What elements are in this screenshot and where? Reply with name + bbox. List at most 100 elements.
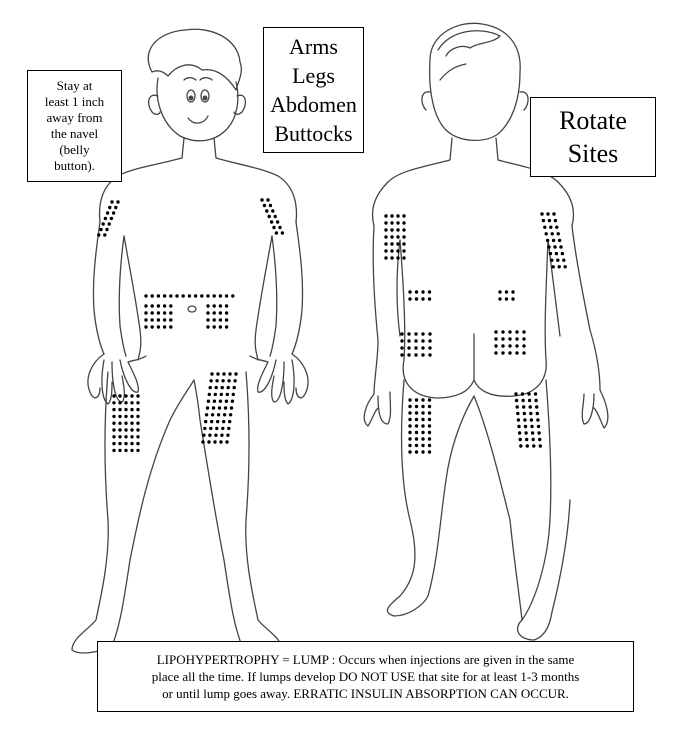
- injection-dot: [214, 433, 218, 437]
- injection-dot: [536, 424, 541, 429]
- injection-dot: [396, 235, 400, 239]
- injection-dot: [112, 414, 116, 419]
- injection-dot: [427, 290, 432, 294]
- injection-dot: [402, 242, 406, 246]
- injection-dot: [516, 418, 521, 422]
- injection-dot: [124, 435, 128, 439]
- injection-dot: [204, 413, 209, 417]
- injection-dot: [407, 339, 411, 343]
- injection-dot: [501, 337, 505, 341]
- injection-dot: [402, 214, 406, 218]
- injection-dot: [278, 225, 282, 230]
- site-abdomen: Abdomen: [270, 92, 357, 117]
- injection-dot: [275, 220, 280, 224]
- injection-dot: [522, 337, 526, 341]
- injection-dot: [224, 311, 229, 315]
- injection-dot: [212, 311, 216, 315]
- injection-dot: [217, 406, 222, 410]
- injection-dot: [541, 218, 546, 223]
- injection-dot: [225, 392, 229, 397]
- back-head: [428, 22, 521, 141]
- injection-dot: [494, 344, 498, 348]
- injection-dot: [414, 417, 419, 422]
- front-ear-left: [147, 94, 161, 115]
- injection-dot: [105, 211, 110, 215]
- injection-dot: [522, 330, 526, 334]
- back-hair: [437, 30, 501, 81]
- warning-line: place all the time. If lumps develop DO …: [151, 669, 580, 684]
- injection-dot: [156, 311, 161, 315]
- injection-dot: [156, 318, 161, 322]
- injection-dot: [229, 406, 234, 410]
- injection-dot: [428, 346, 432, 350]
- injection-zone-front-abdomen: [144, 294, 235, 298]
- injection-dot: [421, 290, 425, 294]
- injection-dot: [130, 435, 134, 439]
- injection-dot: [525, 444, 529, 448]
- injection-dot: [218, 311, 223, 315]
- injection-dot: [390, 221, 394, 225]
- injection-dot: [169, 325, 173, 329]
- injection-dot: [514, 392, 518, 396]
- injection-dot: [414, 430, 419, 435]
- injection-dot: [556, 232, 560, 236]
- injection-dot: [521, 398, 525, 403]
- injection-dot: [118, 435, 122, 439]
- injection-dot: [210, 413, 215, 417]
- injection-dot: [494, 330, 498, 334]
- injection-dot: [150, 294, 154, 298]
- injection-dot: [390, 214, 394, 218]
- injection-dot: [421, 424, 425, 428]
- back-leg-right: [517, 379, 571, 641]
- injection-dot: [221, 379, 225, 383]
- injection-dot: [112, 421, 116, 425]
- injection-dot: [130, 421, 134, 425]
- injection-dot: [402, 235, 406, 239]
- injection-dot: [207, 440, 211, 444]
- front-arm-left: [92, 221, 127, 357]
- injection-dot: [402, 221, 406, 225]
- injection-dot: [226, 385, 230, 390]
- injection-dot: [220, 433, 224, 437]
- injection-dot: [267, 214, 271, 219]
- injection-dot: [402, 249, 406, 253]
- injection-dot: [501, 344, 505, 348]
- injection-dot: [559, 245, 563, 249]
- injection-dot: [136, 414, 140, 419]
- injection-zone-front-right-arm: [97, 200, 120, 237]
- injection-dot: [230, 399, 235, 403]
- navel-note-line: (belly: [59, 142, 90, 157]
- injection-dot: [538, 437, 542, 442]
- front-head: [156, 77, 239, 142]
- injection-dot: [130, 407, 134, 412]
- injection-dot: [527, 398, 532, 403]
- injection-dot: [112, 441, 116, 446]
- injection-dot: [220, 385, 224, 390]
- injection-dot: [504, 290, 509, 294]
- injection-dot: [227, 379, 231, 383]
- front-hand-left: [87, 353, 147, 405]
- injection-dot: [522, 344, 526, 348]
- injection-dot: [523, 418, 527, 422]
- injection-dot: [130, 428, 134, 432]
- injection-dot: [215, 426, 219, 431]
- injection-dot: [515, 344, 519, 348]
- injection-zone-front-abdomen: [206, 304, 229, 329]
- injection-dot: [421, 353, 425, 357]
- injection-dot: [231, 392, 235, 397]
- injection-dot: [529, 418, 534, 422]
- injection-dot: [427, 424, 432, 428]
- injection-dot: [421, 450, 425, 454]
- injection-dot: [524, 431, 528, 435]
- injection-dot: [517, 424, 521, 429]
- injection-dot: [414, 332, 418, 336]
- back-ear-left: [421, 91, 431, 111]
- injection-dot: [384, 235, 388, 239]
- injection-dot: [206, 399, 211, 403]
- injection-dot: [421, 332, 425, 336]
- injection-dot: [396, 228, 400, 232]
- injection-dot: [223, 406, 228, 410]
- injection-dot: [97, 233, 101, 237]
- injection-dot: [390, 228, 394, 232]
- injection-dot: [111, 211, 116, 215]
